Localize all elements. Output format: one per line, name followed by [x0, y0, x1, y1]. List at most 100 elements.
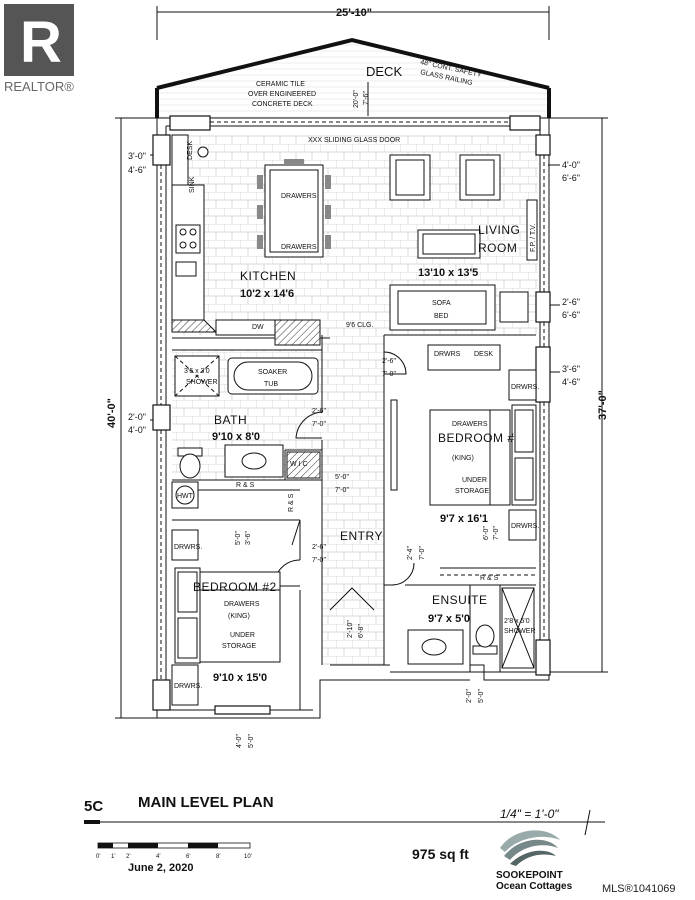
- scale-tick-8: 8': [216, 854, 220, 860]
- entry-name: ENTRY: [340, 529, 383, 543]
- dining-drawers-2: DRAWERS: [281, 244, 317, 251]
- dim-entry-door-a: 2'-10": [347, 620, 354, 638]
- note-ceiling: 9'6 CLG.: [346, 322, 373, 329]
- dim-bed1-door-b: 7'-0": [382, 371, 396, 378]
- scale-tick-6: 6': [186, 854, 190, 860]
- bed1-bed-drawers: DRAWERS: [452, 421, 488, 428]
- mls-number: MLS®1041069: [602, 883, 676, 895]
- fp-tv-label: F.P. / T.V.: [530, 224, 537, 252]
- dim-bottom-left-a: 4'-0": [236, 734, 243, 748]
- plan-scale: 1/4" = 1'-0": [500, 807, 559, 821]
- bed2-storage: STORAGE: [222, 643, 256, 650]
- dim-closet-b: 3'-6": [245, 531, 252, 545]
- title-block-graphics: 5C 0' 1' 2' 4' 6' 8' 10': [84, 798, 605, 866]
- dim-deck-b: 7'-6": [363, 91, 370, 105]
- dim-wic-door-b: 7'-0": [335, 487, 349, 494]
- dim-bottom-right-a: 2'-0": [466, 689, 473, 703]
- kitchen-size: 10'2 x 14'6: [240, 288, 294, 300]
- scale-tick-4: 4': [156, 854, 160, 860]
- living-name-1: LIVING: [478, 223, 520, 237]
- exterior-walls: [152, 115, 551, 719]
- note-sliding-door: XXX SLIDING GLASS DOOR: [308, 137, 400, 144]
- plan-labels: 25'-10" 40'-0" 37'-0" 3'-0" 4'-6" 2'-0" …: [106, 7, 609, 748]
- tub-label: TUB: [264, 381, 278, 388]
- living-size: 13'10 x 13'5: [418, 267, 478, 279]
- brand-name: SOOKEPOINT: [496, 870, 563, 881]
- plan-title: MAIN LEVEL PLAN: [138, 794, 274, 811]
- dining-table: [257, 159, 331, 258]
- bedroom2-furniture: [171, 481, 281, 706]
- bed1-drwrs-bottom: DRWRS.: [511, 523, 539, 530]
- deck-label: DECK: [366, 64, 402, 79]
- bath-shower-size: 3'6 x 3'0: [184, 368, 210, 375]
- dim-bed1-closet-a: 6'-0": [483, 526, 490, 540]
- sofa-bed-label: BED: [434, 313, 448, 320]
- dim-bed2-door-b: 7'-0": [312, 557, 326, 564]
- dining-drawers-1: DRAWERS: [281, 193, 317, 200]
- bath-name: BATH: [214, 413, 247, 427]
- dim-closet-a: 5'-0": [235, 531, 242, 545]
- bath-fixtures: [174, 355, 321, 479]
- dim-bottom-left-b: 5'-0": [248, 734, 255, 748]
- dim-left-mid-a: 2'-0": [128, 412, 146, 422]
- dim-deck-a: 20'-0": [353, 90, 360, 108]
- bath-shower-label: SHOWER: [186, 379, 218, 386]
- brand-subtitle: Ocean Cottages: [496, 881, 573, 892]
- realtor-text: REALTOR®: [4, 79, 74, 94]
- bed1-storage: STORAGE: [455, 488, 489, 495]
- dim-left-top-b: 4'-6": [128, 165, 146, 175]
- sink-label: SINK: [189, 176, 196, 193]
- soaker-label: SOAKER: [258, 369, 287, 376]
- dim-right-top-a: 4'-0": [562, 160, 580, 170]
- kitchen-cabinets: [171, 134, 321, 346]
- bath-size: 9'10 x 8'0: [212, 431, 260, 443]
- bed2-king: (KING): [228, 613, 250, 620]
- scale-tick-10: 10': [244, 854, 252, 860]
- scale-tick-2: 2': [126, 854, 130, 860]
- rod-shelf-3: R & S: [480, 575, 499, 582]
- dim-bed2-door-a: 2'-6": [312, 544, 326, 551]
- entry-hall-floor: [322, 335, 384, 665]
- bedroom1-size: 9'7 x 16'1: [440, 513, 488, 525]
- scale-tick-1: 1': [111, 854, 115, 860]
- bed2-under: UNDER: [230, 632, 255, 639]
- kitchen-name: KITCHEN: [240, 269, 296, 283]
- dim-wic-door-a: 5'-0": [335, 474, 349, 481]
- dim-right-mid1-b: 6'-6": [562, 310, 580, 320]
- dim-bottom-right-b: 5'-0": [478, 689, 485, 703]
- scale-bar: 0' 1' 2' 4' 6' 8' 10': [96, 842, 252, 860]
- realtor-logo: R REALTOR®: [0, 0, 80, 96]
- plan-date: June 2, 2020: [128, 862, 194, 874]
- ensuite-fixtures: [407, 587, 535, 669]
- dimension-lines: [115, 6, 608, 719]
- kitchen-desk-label: DESK: [187, 141, 194, 160]
- dim-left-top-a: 3'-0": [128, 151, 146, 161]
- bedroom1-furniture: [390, 344, 537, 541]
- dishwasher-label: DW: [252, 324, 264, 331]
- interior-walls: [172, 334, 536, 710]
- bed2-drwrs-top: DRWRS.: [174, 544, 202, 551]
- ensuite-size: 9'7 x 5'0: [428, 613, 470, 625]
- realtor-logo-icon: R REALTOR®: [4, 4, 74, 94]
- ensuite-name: ENSUITE: [432, 593, 488, 607]
- ensuite-shower-size: 2'8 x 5'0: [504, 618, 530, 625]
- dim-ens-door-b: 7'-0": [419, 546, 426, 560]
- bed1-king: (KING): [452, 455, 474, 462]
- dim-ens-door-a: 2'-4": [407, 546, 414, 560]
- brand-block: SOOKEPOINT Ocean Cottages: [496, 870, 572, 892]
- dim-right-mid2-a: 3'-6": [562, 364, 580, 374]
- deck: [155, 37, 551, 119]
- dim-bed1-door-a: 2'-6": [382, 358, 396, 365]
- dim-right-mid1-a: 2'-6": [562, 297, 580, 307]
- dim-bath-door-a: 2'-6": [312, 408, 326, 415]
- dim-left-depth: 40'-0": [106, 398, 118, 428]
- bed1-under: UNDER: [462, 477, 487, 484]
- hwt-label: HWT: [177, 493, 194, 500]
- bed1-drwrs-label: DRWRS: [434, 351, 461, 358]
- wic-label: W I C: [290, 461, 308, 468]
- dim-bath-door-b: 7'-0": [312, 421, 326, 428]
- note-ceramic-1: CERAMIC TILE: [256, 81, 305, 88]
- floor-area: 975 sq ft: [412, 846, 469, 862]
- scale-tick-0: 0': [96, 854, 100, 860]
